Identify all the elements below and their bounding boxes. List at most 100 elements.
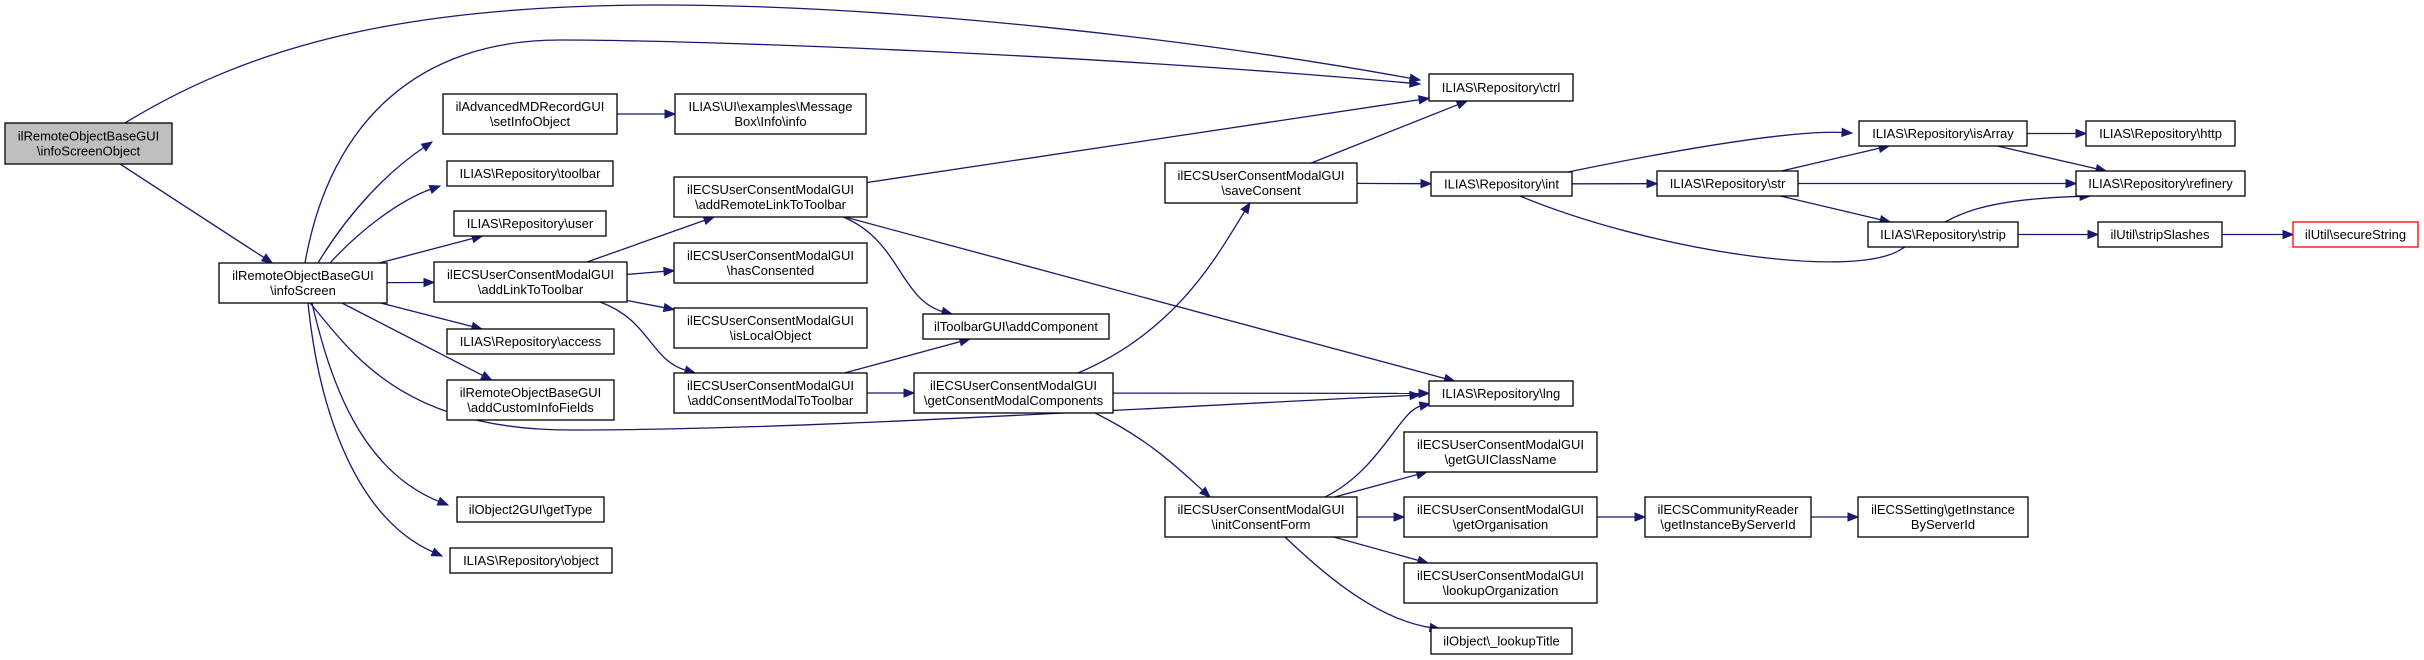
edge-strip-to-stripSlashes <box>2018 229 2100 240</box>
node-isLocalObject[interactable]: ilECSUserConsentModalGUI\isLocalObject <box>673 307 868 349</box>
edge-line <box>311 302 440 503</box>
node-box <box>673 307 868 349</box>
arrowhead-icon <box>428 184 442 194</box>
edge-line <box>1333 536 1420 562</box>
node-saveConsent[interactable]: ilECSUserConsentModalGUI\saveConsent <box>1164 162 1358 204</box>
node-label: ILIAS\UI\examples\Message <box>688 99 852 114</box>
edge-isArray-to-http <box>2027 128 2088 139</box>
edge-infoScreen-to-getType <box>311 302 450 506</box>
node-hasConsented[interactable]: ilECSUserConsentModalGUI\hasConsented <box>673 242 868 284</box>
node-label: \infoScreen <box>270 283 336 298</box>
edge-line <box>586 219 706 263</box>
arrowhead-icon <box>436 496 450 506</box>
edge-infoScreen-to-addCustomInfoFields <box>341 302 493 381</box>
arrowhead-icon <box>1418 388 1431 399</box>
node-refinery[interactable]: ILIAS\Repository\refinery <box>2075 170 2246 197</box>
arrowhead-icon <box>1634 512 1647 522</box>
edge-addLinkToToolbar-to-isLocalObject <box>626 299 676 313</box>
edge-line <box>866 98 1421 184</box>
node-label: \getConsentModalComponents <box>924 393 1104 408</box>
node-label: \addConsentModalToToolbar <box>688 393 854 408</box>
edge-saveConsent-to-ctrl <box>1311 100 1469 164</box>
arrowhead-icon <box>1417 95 1431 105</box>
node-initConsentForm[interactable]: ilECSUserConsentModalGUI\initConsentForm <box>1164 496 1358 538</box>
node-label: ilECSUserConsentModalGUI <box>687 378 854 393</box>
node-label: ilECSUserConsentModalGUI <box>687 313 854 328</box>
edge-str-to-refinery <box>1798 178 2078 189</box>
node-http[interactable]: ILIAS\Repository\http <box>2085 120 2236 147</box>
node-infoScreenObject: ilRemoteObjectBaseGUI\infoScreenObject <box>4 122 173 165</box>
node-box <box>1403 431 1598 473</box>
edge-line <box>1781 147 1881 172</box>
node-getInstanceByServerId[interactable]: ilECSCommunityReader\getInstanceByServer… <box>1644 496 1812 538</box>
node-addRemoteLinkToToolbar[interactable]: ilECSUserConsentModalGUI\addRemoteLinkTo… <box>673 176 868 218</box>
arrowhead-icon <box>1646 178 1659 189</box>
node-object[interactable]: ILIAS\Repository\object <box>449 547 613 574</box>
nodes-layer: ilRemoteObjectBaseGUI\infoScreenObject il… <box>4 73 2419 655</box>
node-box <box>673 242 868 284</box>
arrowhead-icon <box>1847 512 1860 522</box>
arrowhead-icon <box>260 253 274 264</box>
edge-int-to-isArray <box>1567 127 1854 173</box>
node-int[interactable]: ILIAS\Repository\int <box>1430 171 1573 197</box>
node-label: ILIAS\Repository\int <box>1444 177 1559 192</box>
edge-line <box>626 270 666 276</box>
node-getGUIClassName[interactable]: ilECSUserConsentModalGUI\getGUIClassName <box>1403 431 1598 473</box>
node-lookupOrganization[interactable]: ilECSUserConsentModalGUI\lookupOrganizat… <box>1403 562 1598 604</box>
node-lng[interactable]: ILIAS\Repository\lng <box>1428 380 1574 407</box>
node-str[interactable]: ILIAS\Repository\str <box>1656 170 1799 197</box>
node-label: \initConsentForm <box>1212 517 1311 532</box>
node-lookupTitle[interactable]: ilObject\_lookupTitle <box>1430 627 1573 655</box>
node-label: ilECSUserConsentModalGUI <box>447 267 614 282</box>
node-label: \lookupOrganization <box>1443 583 1559 598</box>
edge-line <box>599 301 687 372</box>
edge-line <box>317 146 425 264</box>
edge-line <box>1334 473 1419 498</box>
node-toolbar[interactable]: ILIAS\Repository\toolbar <box>446 160 614 187</box>
arrowhead-icon <box>430 547 444 557</box>
node-setInfoObject[interactable]: ilAdvancedMDRecordGUI\setInfoObject <box>442 93 618 135</box>
node-addLinkToToolbar[interactable]: ilECSUserConsentModalGUI\addLinkToToolba… <box>433 261 628 303</box>
node-getConsentModalComponents[interactable]: ilECSUserConsentModalGUI\getConsentModal… <box>913 372 1114 414</box>
node-ctrl[interactable]: ILIAS\Repository\ctrl <box>1428 73 1574 102</box>
node-box <box>4 122 173 165</box>
node-label: ilECSUserConsentModalGUI <box>1417 437 1584 452</box>
node-box <box>449 547 613 574</box>
node-stripSlashes[interactable]: ilUtil\stripSlashes <box>2097 221 2223 248</box>
edge-infoScreen-to-ctrl <box>304 39 1422 264</box>
node-settingGetInstance[interactable]: ilECSSetting\getInstanceByServerId <box>1857 496 2029 538</box>
node-label: ilUtil\stripSlashes <box>2111 227 2210 242</box>
edge-str-to-strip <box>1780 195 1892 225</box>
node-box <box>674 93 867 135</box>
node-isArray[interactable]: ILIAS\Repository\isArray <box>1858 120 2028 147</box>
node-label: ILIAS\Repository\str <box>1670 176 1786 191</box>
node-box <box>446 379 615 421</box>
edge-line <box>1780 195 1882 221</box>
node-secureString[interactable]: ilUtil\secureString <box>2292 221 2419 248</box>
node-access[interactable]: ILIAS\Repository\access <box>446 328 615 355</box>
node-addCustomInfoFields[interactable]: ilRemoteObjectBaseGUI\addCustomInfoField… <box>446 379 615 421</box>
edge-line <box>119 163 266 259</box>
node-addComponent[interactable]: ilToolbarGUI\addComponent <box>922 313 1110 340</box>
node-box <box>2292 221 2419 248</box>
node-label: ILIAS\Repository\http <box>2099 126 2222 141</box>
arrowhead-icon <box>664 109 677 119</box>
edge-isArray-to-refinery <box>1997 145 2108 174</box>
arrowhead-icon <box>1455 100 1469 110</box>
edge-str-to-isArray <box>1781 143 1891 172</box>
node-box <box>1867 221 2019 248</box>
node-infoScreen[interactable]: ilRemoteObjectBaseGUI\infoScreen <box>218 262 388 304</box>
node-getType[interactable]: ilObject2GUI\getType <box>456 496 605 523</box>
edge-line <box>1094 412 1204 492</box>
node-getOrganisation[interactable]: ilECSUserConsentModalGUI\getOrganisation <box>1403 496 1598 538</box>
node-label: \saveConsent <box>1221 183 1301 198</box>
node-addConsentModalToToolbar[interactable]: ilECSUserConsentModalGUI\addConsentModal… <box>673 372 868 414</box>
node-strip[interactable]: ILIAS\Repository\strip <box>1867 221 2019 248</box>
arrowhead-icon <box>702 216 716 225</box>
node-box <box>453 210 607 237</box>
edge-line <box>309 302 1412 431</box>
node-user[interactable]: ILIAS\Repository\user <box>453 210 607 237</box>
node-box <box>446 160 614 187</box>
